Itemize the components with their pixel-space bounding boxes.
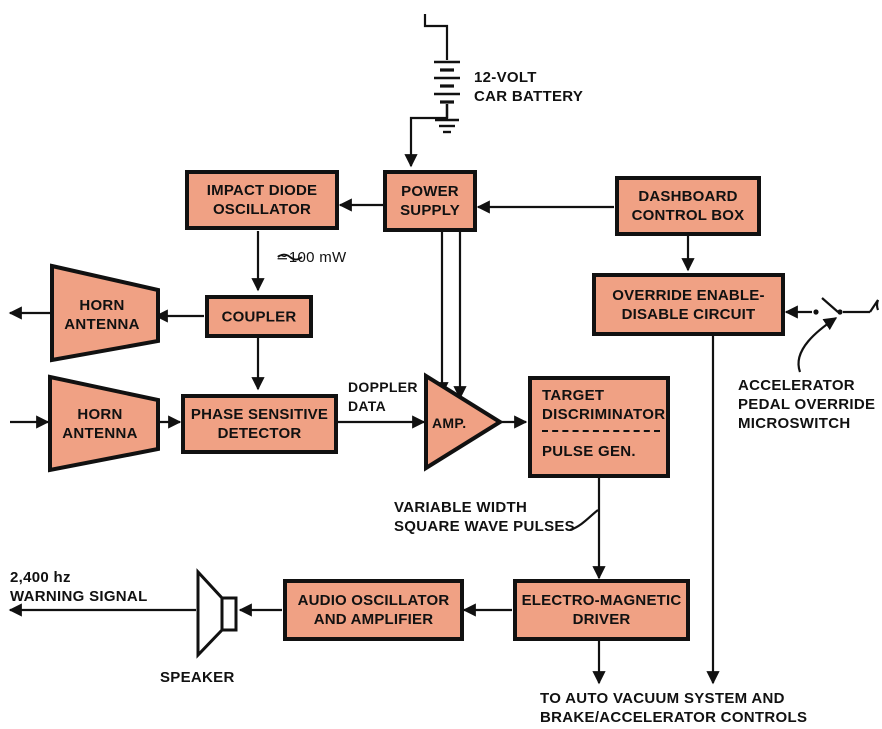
target-discriminator-block: TARGET DISCRIMINATOR PULSE GEN. — [528, 376, 670, 478]
microswitch-label: ACCELERATOR PEDAL OVERRIDE MICROSWITCH — [738, 377, 876, 432]
battery-icon — [434, 60, 460, 104]
ground-icon — [435, 104, 459, 134]
warning-signal-label: 2,400 hz WARNING SIGNAL — [10, 569, 148, 605]
dashboard-control-box-label: DASHBOARD CONTROL BOX — [631, 188, 745, 224]
horn-antenna-rx-shape — [48, 374, 160, 473]
speaker-label: SPEAKER — [160, 669, 235, 686]
phase-detector-label: PHASE SENSITIVE DETECTOR — [190, 406, 329, 442]
horn-antenna-rx-label: HORN ANTENNA — [62, 406, 138, 442]
em-driver-label: ELECTRO-MAGNETIC DRIVER — [521, 592, 682, 628]
amp-label: AMP. — [432, 415, 467, 431]
coupler-label: COUPLER — [221, 308, 297, 325]
em-driver-block: ELECTRO-MAGNETIC DRIVER — [513, 579, 690, 641]
battery-to-power-wire — [404, 104, 449, 168]
horn-antenna-tx-label: HORN ANTENNA — [64, 297, 140, 333]
horn-antenna-tx-shape — [50, 263, 160, 363]
microswitch-icon — [821, 297, 839, 313]
amp-shape — [424, 372, 504, 472]
override-circuit-label: OVERRIDE ENABLE- DISABLE CIRCUIT — [612, 286, 765, 323]
output-destination-label: TO AUTO VACUUM SYSTEM AND BRAKE/ACCELERA… — [540, 690, 808, 726]
microswitch-pointer — [797, 317, 838, 373]
battery-label: 12-VOLT CAR BATTERY — [474, 69, 584, 105]
battery-wire — [423, 14, 449, 60]
speaker-icon — [196, 568, 238, 659]
phase-detector-block: PHASE SENSITIVE DETECTOR — [181, 394, 338, 454]
power-supply-label: POWER SUPPLY — [400, 183, 460, 219]
audio-oscillator-label: AUDIO OSCILLATOR AND AMPLIFIER — [297, 592, 450, 628]
override-circuit-block: OVERRIDE ENABLE- DISABLE CIRCUIT — [592, 273, 785, 336]
doppler-data-label: DOPPLER DATA — [348, 379, 418, 414]
dashboard-control-box-block: DASHBOARD CONTROL BOX — [615, 176, 761, 236]
coupler-block: COUPLER — [205, 295, 313, 338]
power-level-mark — [277, 253, 303, 261]
pulses-label: VARIABLE WIDTH SQUARE WAVE PULSES — [394, 499, 575, 535]
audio-oscillator-block: AUDIO OSCILLATOR AND AMPLIFIER — [283, 579, 464, 641]
target-discriminator-label: TARGET DISCRIMINATOR — [542, 387, 666, 423]
power-level-label: ≃100 mW — [276, 249, 347, 266]
impact-diode-oscillator-label: IMPACT DIODE OSCILLATOR — [206, 182, 318, 218]
pulse-gen-label: PULSE GEN. — [542, 443, 636, 460]
impact-diode-oscillator-block: IMPACT DIODE OSCILLATOR — [185, 170, 339, 230]
power-supply-block: POWER SUPPLY — [383, 170, 477, 232]
pulses-pointer — [569, 509, 599, 532]
discriminator-divider — [542, 430, 660, 432]
